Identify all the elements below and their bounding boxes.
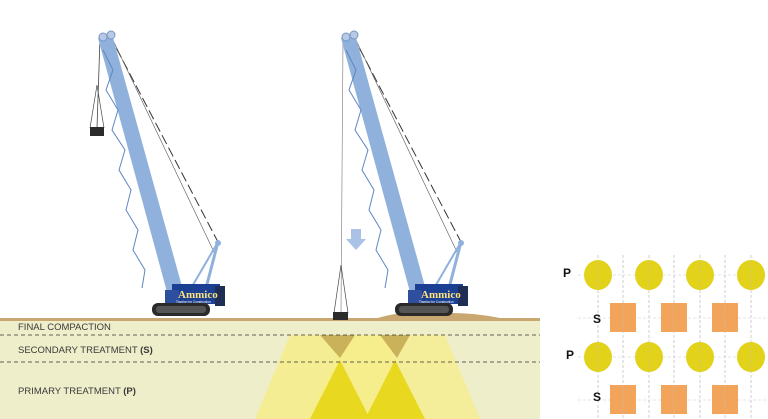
grid-row-label: P [563,266,572,280]
pounder-weight [90,127,104,136]
layer-label-primary: PRIMARY TREATMENT (P) [18,386,136,397]
crane-tagline: Traction for Construction [176,300,211,304]
drop-arrow-icon [346,229,366,250]
secondary-point [712,385,738,414]
treatment-grid [578,255,768,419]
crane-tagline: Traction for Construction [419,300,454,304]
pounder-weight [333,312,348,320]
crane-brand: Ammico [421,289,461,301]
ground-surface [0,318,540,321]
secondary-point [661,385,687,414]
grid-row-label: P [566,348,575,362]
crane-right: Ammico Traction for Construction [333,30,468,320]
grid-row-label: S [593,312,602,326]
crane-brand: Ammico [178,289,218,301]
secondary-point [610,385,636,414]
treatment-zone [255,335,480,419]
layer-label-final: FINAL COMPACTION [18,322,111,333]
grid-row-label: S [593,390,602,404]
crane-left: Ammico Traction for Construction [89,30,225,316]
layer-label-secondary: SECONDARY TREATMENT (S) [18,345,153,356]
